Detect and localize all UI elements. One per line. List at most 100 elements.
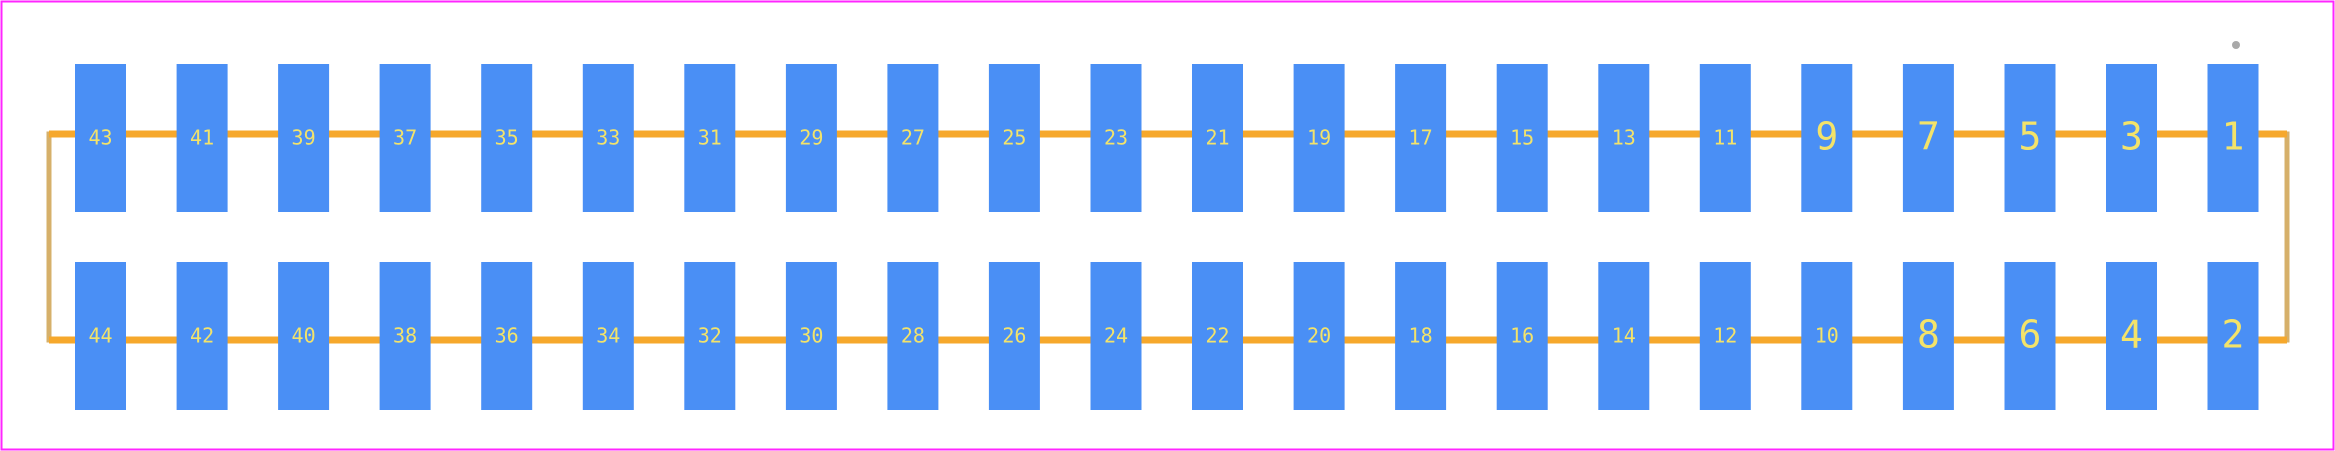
pad-5: 5 xyxy=(2004,64,2056,212)
pad-number-label: 11 xyxy=(1713,126,1737,150)
pad-rect xyxy=(1293,262,1345,410)
pad-33: 33 xyxy=(582,64,634,212)
pad-number-label: 31 xyxy=(698,126,722,150)
pad-31: 31 xyxy=(684,64,736,212)
pad-number-label: 7 xyxy=(1917,115,1940,159)
pad-number-label: 20 xyxy=(1307,324,1331,348)
pad-37: 37 xyxy=(379,64,431,212)
pad-rect xyxy=(176,64,228,212)
pad-rect xyxy=(481,64,533,212)
pad-rect xyxy=(2106,262,2157,410)
pad-24: 24 xyxy=(1090,262,1142,410)
pad-number-label: 35 xyxy=(495,126,519,150)
pad-42: 42 xyxy=(176,262,228,410)
pad-rect xyxy=(1090,64,1142,212)
body-outline-left xyxy=(46,131,56,343)
pad-number-label: 34 xyxy=(596,324,620,348)
pad-rect xyxy=(379,64,431,212)
pad-number-label: 43 xyxy=(88,126,112,150)
pad-rect xyxy=(988,262,1040,410)
pad-number-label: 29 xyxy=(799,126,823,150)
pad-40: 40 xyxy=(278,262,330,410)
pad-7: 7 xyxy=(1902,64,1954,212)
pad-41: 41 xyxy=(176,64,228,212)
pad-number-label: 6 xyxy=(2019,313,2042,357)
pad-rect xyxy=(1801,262,1853,410)
pad-rect xyxy=(1598,262,1650,410)
pad-rect xyxy=(2207,262,2259,410)
pad-number-label: 40 xyxy=(292,324,316,348)
pad-20: 20 xyxy=(1293,262,1345,410)
pad-number-label: 22 xyxy=(1205,324,1229,348)
pad-rect xyxy=(1395,64,1447,212)
pad-number-label: 4 xyxy=(2120,313,2143,357)
pad-rect xyxy=(75,262,126,410)
pad-36: 36 xyxy=(481,262,533,410)
pad-rect xyxy=(1598,64,1650,212)
pad-6: 6 xyxy=(2004,262,2056,410)
pin1-dot xyxy=(2232,41,2240,49)
pad-number-label: 5 xyxy=(2019,115,2042,159)
pad-number-label: 32 xyxy=(698,324,722,348)
pad-rect xyxy=(1496,64,1548,212)
pad-rect xyxy=(785,64,837,212)
pad-rect xyxy=(684,64,736,212)
pad-25: 25 xyxy=(988,64,1040,212)
pad-rect xyxy=(1902,64,1954,212)
pad-rect xyxy=(1293,64,1345,212)
pad-rect xyxy=(1192,262,1243,410)
pad-number-label: 21 xyxy=(1205,126,1229,150)
pad-number-label: 2 xyxy=(2222,313,2245,357)
pad-rect xyxy=(582,64,634,212)
pad-rect xyxy=(1902,262,1954,410)
pad-29: 29 xyxy=(785,64,837,212)
pad-44: 44 xyxy=(75,262,126,410)
pad-43: 43 xyxy=(75,64,126,212)
pad-rect xyxy=(481,262,533,410)
pad-rect xyxy=(1090,262,1142,410)
pad-number-label: 38 xyxy=(393,324,417,348)
pad-number-label: 30 xyxy=(799,324,823,348)
pad-10: 10 xyxy=(1801,262,1853,410)
pad-number-label: 23 xyxy=(1104,126,1128,150)
pad-rect xyxy=(2106,64,2157,212)
pad-15: 15 xyxy=(1496,64,1548,212)
pad-number-label: 15 xyxy=(1510,126,1534,150)
pad-2: 2 xyxy=(2207,262,2259,410)
pad-38: 38 xyxy=(379,262,431,410)
pad-number-label: 17 xyxy=(1409,126,1433,150)
pad-rect xyxy=(75,64,126,212)
pad-number-label: 33 xyxy=(596,126,620,150)
pad-9: 9 xyxy=(1801,64,1853,212)
pad-number-label: 1 xyxy=(2222,115,2245,159)
pad-number-label: 12 xyxy=(1713,324,1737,348)
pad-12: 12 xyxy=(1699,262,1751,410)
pad-number-label: 24 xyxy=(1104,324,1128,348)
pad-22: 22 xyxy=(1192,262,1243,410)
pad-number-label: 37 xyxy=(393,126,417,150)
pad-rect xyxy=(1699,262,1751,410)
pad-27: 27 xyxy=(887,64,939,212)
pad-19: 19 xyxy=(1293,64,1345,212)
pad-18: 18 xyxy=(1395,262,1447,410)
pad-rect xyxy=(1801,64,1853,212)
pad-32: 32 xyxy=(684,262,736,410)
pad-17: 17 xyxy=(1395,64,1447,212)
pad-rect xyxy=(1395,262,1447,410)
pad-30: 30 xyxy=(785,262,837,410)
pad-rect xyxy=(2004,64,2056,212)
pad-rect xyxy=(278,64,330,212)
pad-rect xyxy=(887,64,939,212)
pad-23: 23 xyxy=(1090,64,1142,212)
pad-rect xyxy=(785,262,837,410)
pad-26: 26 xyxy=(988,262,1040,410)
pad-rect xyxy=(278,262,330,410)
pad-rect xyxy=(684,262,736,410)
pad-rect xyxy=(1192,64,1243,212)
pad-number-label: 27 xyxy=(901,126,925,150)
pad-number-label: 8 xyxy=(1917,313,1940,357)
pad-rect xyxy=(2207,64,2259,212)
